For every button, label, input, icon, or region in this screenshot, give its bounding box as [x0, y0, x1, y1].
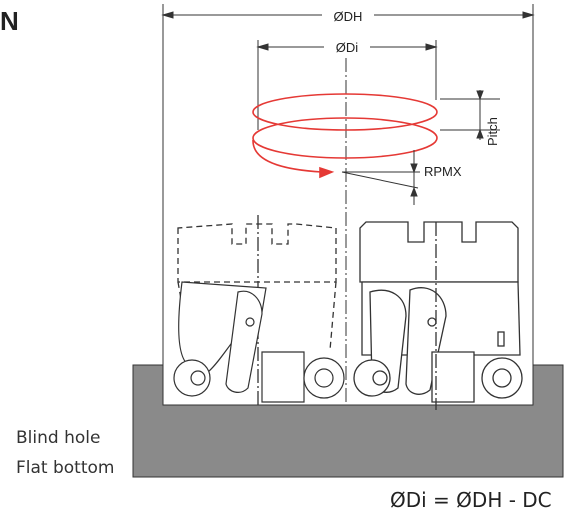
rpmx-dimension	[341, 150, 420, 205]
pitch-label: Pitch	[485, 117, 500, 146]
tool-solid	[353, 221, 523, 410]
formula-text: ØDi = ØDH - DC	[390, 488, 552, 512]
tool-dashed-body	[173, 281, 345, 403]
blind-hole-label: Blind hole	[16, 428, 101, 448]
helix-path	[252, 93, 438, 179]
pitch-dimension	[440, 90, 500, 140]
dh-label: ØDH	[334, 9, 363, 24]
flat-bottom-label: Flat bottom	[16, 458, 115, 478]
rpmx-label: RPMX	[424, 164, 462, 179]
header-letter: N	[0, 6, 19, 36]
workpiece-block	[132, 364, 564, 478]
di-label: ØDi	[336, 40, 359, 55]
